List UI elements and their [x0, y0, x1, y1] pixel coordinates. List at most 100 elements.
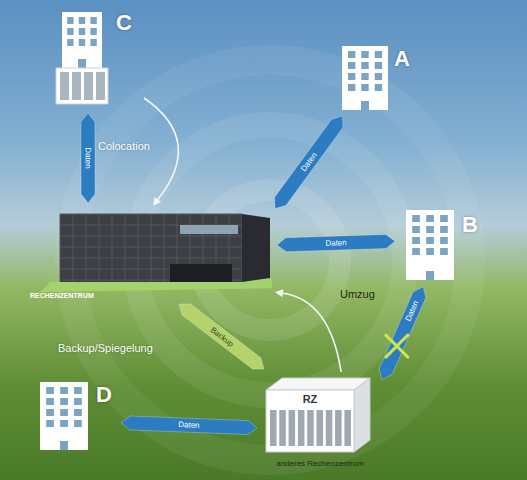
rack-slot — [307, 410, 314, 446]
window — [348, 51, 355, 58]
window — [46, 387, 54, 394]
facade-line — [60, 236, 242, 237]
window — [79, 39, 85, 46]
rack-slot — [289, 410, 296, 446]
window — [74, 420, 82, 427]
building-node: D — [38, 378, 116, 452]
box-side — [354, 378, 370, 452]
data-arrow-band — [81, 113, 95, 203]
window — [67, 28, 73, 35]
window — [440, 215, 448, 222]
band-label: Daten — [83, 147, 92, 168]
lawn — [40, 278, 272, 292]
window — [412, 215, 420, 222]
window — [426, 237, 434, 244]
window — [46, 398, 54, 405]
node-title: D — [96, 382, 112, 407]
window — [46, 420, 54, 427]
entrance — [170, 264, 232, 282]
building-body — [62, 12, 102, 68]
cross-stroke — [386, 335, 408, 357]
band-label: Daten — [299, 151, 319, 174]
door — [60, 441, 68, 450]
rack-slot — [344, 410, 351, 446]
window — [440, 248, 448, 255]
rack-slot — [298, 410, 305, 446]
data-arrow-band — [277, 235, 395, 252]
node-illustration — [262, 372, 378, 474]
data-arrow-band — [179, 304, 264, 369]
facade-line — [86, 214, 87, 282]
window — [90, 17, 96, 24]
door — [78, 59, 86, 68]
window — [60, 398, 68, 405]
building-body — [342, 46, 388, 110]
window — [348, 73, 355, 80]
window — [361, 62, 368, 69]
facade-line — [60, 247, 242, 248]
window — [74, 387, 82, 394]
window — [412, 237, 420, 244]
cross-out-mark — [386, 335, 408, 357]
datacenter-node: RECHENZENTRUM — [30, 208, 272, 301]
building-side — [242, 214, 270, 282]
node-title: A — [394, 46, 410, 71]
facade-line — [125, 214, 126, 282]
window — [440, 226, 448, 233]
window — [74, 398, 82, 405]
flow-label: Umzug — [340, 288, 375, 301]
node-subtitle: anderes Rechenzentrum — [262, 459, 378, 468]
window — [426, 248, 434, 255]
band-label: Daten — [325, 238, 347, 248]
facade-line — [60, 214, 61, 282]
facade-line — [99, 214, 100, 282]
window — [375, 51, 382, 58]
band-label: Daten — [178, 420, 200, 430]
server-rack — [56, 68, 108, 104]
cross-stroke — [386, 335, 408, 357]
window — [60, 420, 68, 427]
building-node: C — [52, 8, 144, 108]
arrow-head — [153, 197, 161, 206]
window — [67, 17, 73, 24]
window — [361, 73, 368, 80]
window — [426, 226, 434, 233]
curve-line — [283, 293, 341, 372]
rack-slot — [279, 410, 286, 446]
node-title: B — [462, 212, 478, 237]
window — [348, 62, 355, 69]
rack-slot — [72, 72, 81, 100]
window — [90, 28, 96, 35]
node-title: RECHENZENTRUM — [30, 292, 94, 300]
data-arrow-band — [379, 287, 426, 380]
window — [74, 409, 82, 416]
facade-line — [73, 214, 74, 282]
door — [426, 271, 434, 280]
rack-slot — [335, 410, 342, 446]
facade-line — [164, 214, 165, 282]
rack-slot — [84, 72, 93, 100]
rack-slot — [326, 410, 333, 446]
note-label: Backup/Spiegelung — [58, 342, 153, 355]
facade-line — [138, 214, 139, 282]
window — [412, 248, 420, 255]
band-label: Daten — [404, 299, 421, 322]
building-node: A — [336, 38, 416, 112]
rack-slot — [96, 72, 105, 100]
node-title: RZ — [266, 393, 354, 406]
facade-line — [112, 214, 113, 282]
window — [46, 409, 54, 416]
window — [375, 62, 382, 69]
building-body — [406, 210, 454, 280]
facade-line — [151, 214, 152, 282]
building-front — [60, 214, 242, 282]
window — [375, 73, 382, 80]
box-top — [266, 378, 370, 390]
node-illustration — [30, 208, 272, 300]
window — [67, 39, 73, 46]
data-arrow-band — [275, 116, 343, 209]
other-datacenter-node: RZ anderes Rechenzentrum — [262, 372, 380, 474]
window — [412, 226, 420, 233]
window — [361, 84, 368, 91]
